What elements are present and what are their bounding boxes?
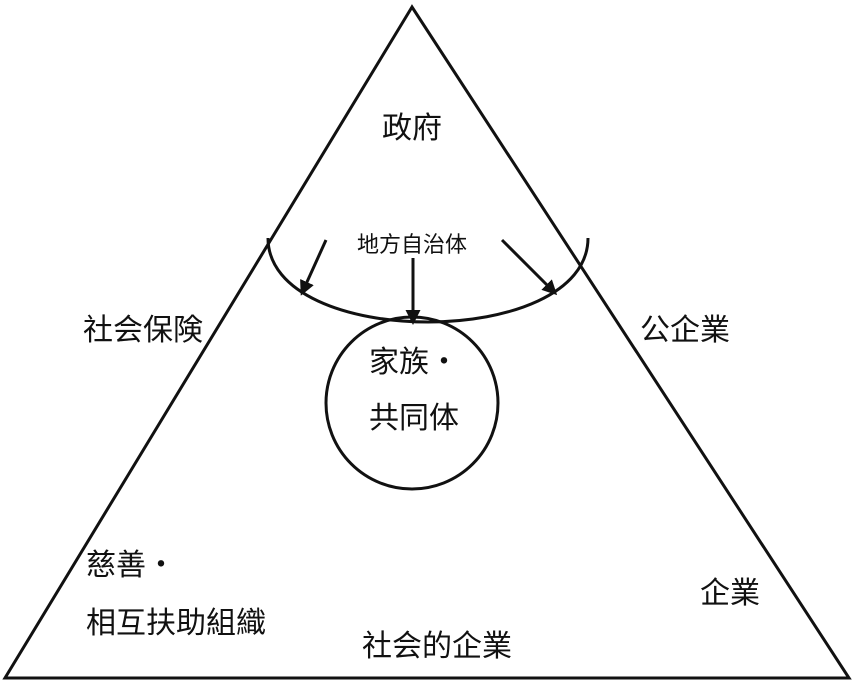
label-family-line1: 家族・ — [369, 345, 459, 380]
arrow-right — [500, 238, 558, 296]
label-enterprise: 企業 — [700, 576, 760, 611]
label-local-government: 地方自治体 — [357, 233, 467, 258]
label-charity-line1: 慈善・ — [86, 548, 176, 583]
outer-triangle — [2, 4, 852, 680]
label-charity-line2: 相互扶助組織 — [86, 606, 266, 641]
label-social-insurance: 社会保険 — [83, 313, 203, 348]
label-social-enterprise: 社会的企業 — [362, 629, 512, 664]
label-family-line2: 共同体 — [369, 401, 459, 436]
label-government: 政府 — [382, 111, 442, 146]
label-public-enterprise: 公企業 — [640, 313, 730, 348]
local-government-arc — [266, 237, 590, 324]
arrow-left — [300, 239, 328, 296]
